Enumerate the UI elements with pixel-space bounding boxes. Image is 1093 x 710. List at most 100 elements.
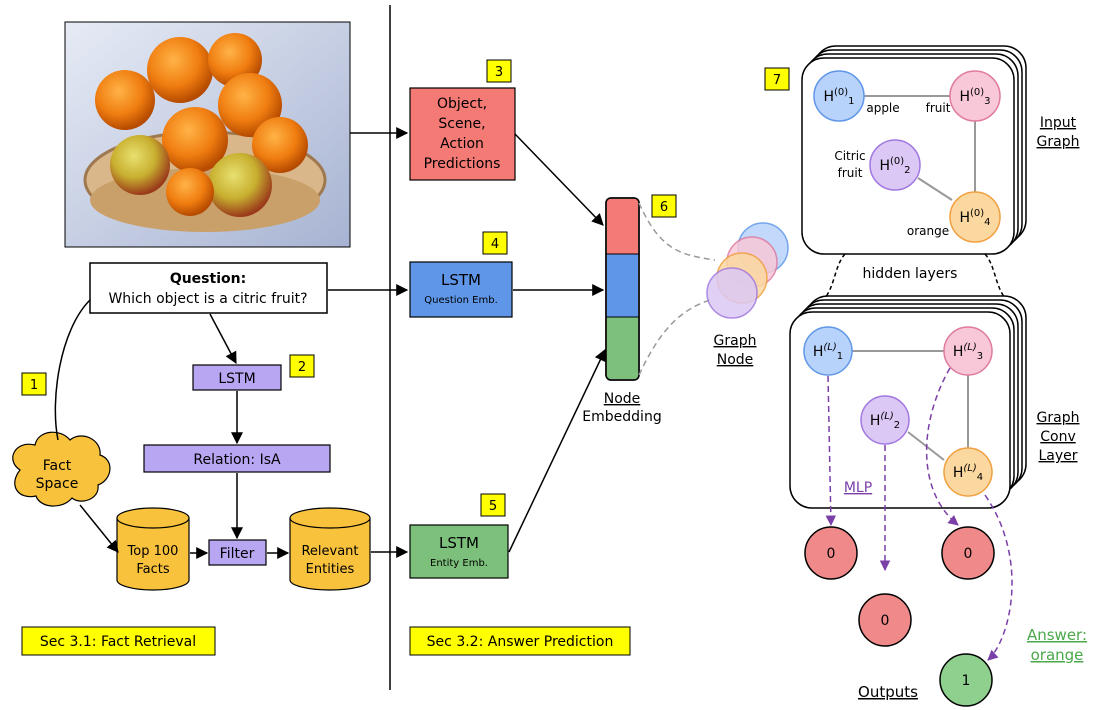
hidden-layers-label: hidden layers [863,266,958,282]
filter-label: Filter [220,546,255,562]
input-graph-label-1: Input [1040,115,1077,131]
top100-label-1: Top 100 [127,544,179,559]
edge-fact-top100 [79,504,119,553]
entity-lstm-box [409,524,509,579]
svg-text:6: 6 [660,200,668,215]
node-label-apple: apple [866,101,899,115]
gcn-label-3: Layer [1038,448,1077,464]
svg-text:1: 1 [30,378,38,393]
svg-text:7: 7 [773,73,781,88]
relevant-label-2: Entities [306,562,355,577]
question-to-fact-edge [54,299,91,441]
hidden-connector-left [824,253,846,299]
graph-node-label-1: Graph [714,333,757,349]
entity-lstm-label: LSTM [439,534,479,552]
output-node-3: 0 [941,526,995,580]
question-text: Which object is a citric fruit? [108,291,307,307]
mlp-arrow-1 [825,375,837,527]
gcn-node-2: H(L)2 [870,411,900,431]
obj-label-2: Scene, [438,116,485,132]
outputs-label: Outputs [858,683,918,701]
graph-node-stack [706,222,789,319]
fact-space-label-1: Fact [43,458,72,474]
top100-facts-cylinder [116,507,190,591]
retrieval-lstm-label: LSTM [218,371,255,387]
fact-space-cloud [12,431,111,507]
svg-text:4: 4 [491,237,499,252]
relevant-label-1: Relevant [301,544,358,559]
mlp-arrow-4 [984,494,1013,661]
question-emb-label: Question Emb. [424,295,498,306]
fact-space-label-2: Space [36,476,79,492]
badge-1: 1 [21,372,47,396]
dashed-connector-bottom [638,299,711,376]
badge-2: 2 [289,354,315,378]
graph-conv-panel [789,295,1027,509]
section-label-answer-prediction: Sec 3.2: Answer Prediction [409,626,631,656]
gcn-label-1: Graph [1037,410,1080,426]
svg-text:2: 2 [298,360,306,375]
gcn-label-2: Conv [1040,429,1076,445]
mlp-arrow-3 [925,367,959,526]
node-label-citric-2: fruit [838,166,863,180]
node-label-orange: orange [907,224,949,238]
gcn-node-3: H(L)3 [953,342,983,362]
svg-text:0: 0 [964,546,973,562]
output-node-2: 0 [858,593,912,647]
badge-5: 5 [480,493,506,517]
svg-text:Sec 3.1: Fact Retrieval: Sec 3.1: Fact Retrieval [40,634,196,650]
graph-node-label-2: Node [717,352,754,368]
dashed-connector-top [638,202,716,261]
obj-label-4: Predictions [424,156,501,172]
badge-3: 3 [486,59,512,83]
obj-label-3: Action [440,136,484,152]
svg-text:0: 0 [881,613,890,629]
input-graph-panel [801,45,1027,255]
svg-text:1: 1 [962,673,971,689]
svg-text:5: 5 [489,499,497,514]
edge-object-embed [514,133,604,226]
relevant-entities-cylinder [289,507,371,591]
question-lstm-label: LSTM [441,271,481,289]
output-node-4: 1 [939,653,993,707]
mlp-label: MLP [844,480,872,496]
svg-text:3: 3 [495,65,503,80]
node-label-fruit: fruit [926,101,951,115]
question-box [89,262,328,314]
input-graph-label-2: Graph [1037,134,1080,150]
obj-label-1: Object, [437,96,487,112]
relation-box [143,444,331,473]
gcn-node-1: H(L)1 [813,342,843,362]
input-node-1: H(0)1 [823,87,854,107]
node-embedding-vector [605,197,640,381]
output-node-1: 0 [804,526,858,580]
node-embedding-label-2: Embedding [582,409,661,425]
entity-emb-label: Entity Emb. [430,558,488,569]
svg-text:0: 0 [827,546,836,562]
question-title: Question: [170,271,246,287]
badge-6: 6 [651,194,677,218]
node-label-citric-1: Citric [834,149,865,163]
edge-question-lstm [209,313,237,365]
top100-label-2: Facts [136,562,169,577]
badge-4: 4 [482,231,508,255]
input-node-3: H(0)3 [959,87,990,107]
node-embedding-label-1: Node [604,391,641,407]
retrieval-lstm-box [192,364,282,391]
answer-label-2: orange [1031,646,1084,664]
edge-elstm-embed [508,348,606,553]
badge-7: 7 [764,67,790,91]
input-node-4: H(0)4 [959,208,990,228]
section-label-fact-retrieval: Sec 3.1: Fact Retrieval [21,626,216,656]
input-node-2: H(0)2 [879,156,910,176]
filter-box [208,539,267,566]
question-lstm-box [409,261,513,318]
object-scene-box [409,87,516,181]
relation-label: Relation: IsA [193,452,281,468]
svg-text:Sec 3.2: Answer Prediction: Sec 3.2: Answer Prediction [427,634,614,650]
fruit-basket-photo [64,21,351,248]
answer-label-1: Answer: [1027,626,1087,644]
gcn-node-4: H(L)4 [953,463,983,483]
hidden-connector-right [984,253,1006,299]
